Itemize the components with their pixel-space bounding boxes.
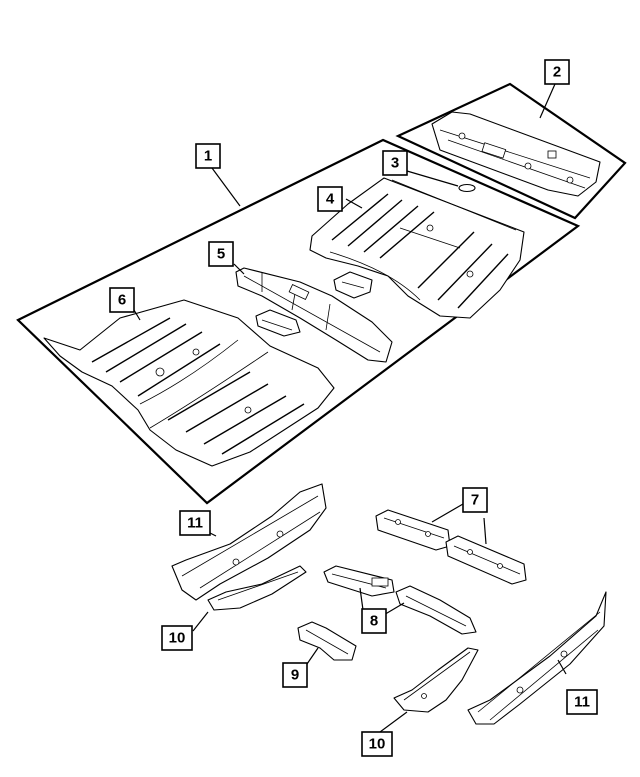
part-8-bracket-right — [395, 585, 477, 635]
callout-7: 7 — [462, 487, 488, 513]
rear-crossmember-group-frame — [395, 82, 627, 220]
center-bracket-piece — [255, 309, 301, 337]
svg-text:3: 3 — [391, 155, 399, 172]
svg-text:8: 8 — [370, 613, 378, 630]
callout-8: 8 — [361, 608, 387, 634]
part-2-rear-crossmember — [431, 111, 601, 197]
callout-5: 5 — [208, 241, 234, 267]
part-10-rail-lower — [393, 647, 479, 713]
svg-text:11: 11 — [187, 515, 203, 532]
floor-pan-group-frame — [16, 138, 581, 505]
part-11-sill-right — [467, 591, 607, 725]
svg-text:4: 4 — [326, 191, 335, 208]
part-7-crossmember-lower — [445, 535, 527, 585]
part-10-rail-upper — [207, 565, 307, 611]
part-6-front-floor-pan — [43, 299, 335, 467]
svg-text:1: 1 — [204, 148, 212, 165]
callout-3: 3 — [382, 150, 408, 176]
cross-bracket-piece — [333, 271, 373, 299]
part-7-crossmember-upper — [375, 509, 451, 551]
svg-text:10: 10 — [169, 630, 186, 647]
callout-9: 9 — [282, 662, 308, 688]
callout-11-upper: 11 — [179, 510, 211, 536]
svg-text:7: 7 — [471, 492, 479, 509]
svg-text:5: 5 — [217, 246, 225, 263]
svg-text:9: 9 — [291, 667, 299, 684]
callout-2: 2 — [544, 59, 570, 85]
svg-text:6: 6 — [118, 292, 126, 309]
part-3-bracket — [458, 183, 476, 193]
svg-text:10: 10 — [369, 736, 386, 753]
svg-text:2: 2 — [553, 64, 561, 81]
callout-4: 4 — [317, 186, 343, 212]
part-4-rear-floor-pan — [309, 177, 525, 319]
callout-6: 6 — [109, 287, 135, 313]
callout-10-lower: 10 — [361, 731, 393, 757]
callout-11-lower: 11 — [566, 689, 598, 715]
part-11-sill-left — [171, 483, 327, 601]
part-8-bracket-left — [323, 565, 395, 597]
callout-1: 1 — [195, 143, 221, 169]
part-9-bracket — [297, 621, 357, 661]
part-5-center-reinforcement — [235, 267, 393, 363]
svg-text:11: 11 — [574, 694, 590, 711]
callout-10-upper: 10 — [161, 625, 193, 651]
leader-lines — [133, 83, 567, 733]
